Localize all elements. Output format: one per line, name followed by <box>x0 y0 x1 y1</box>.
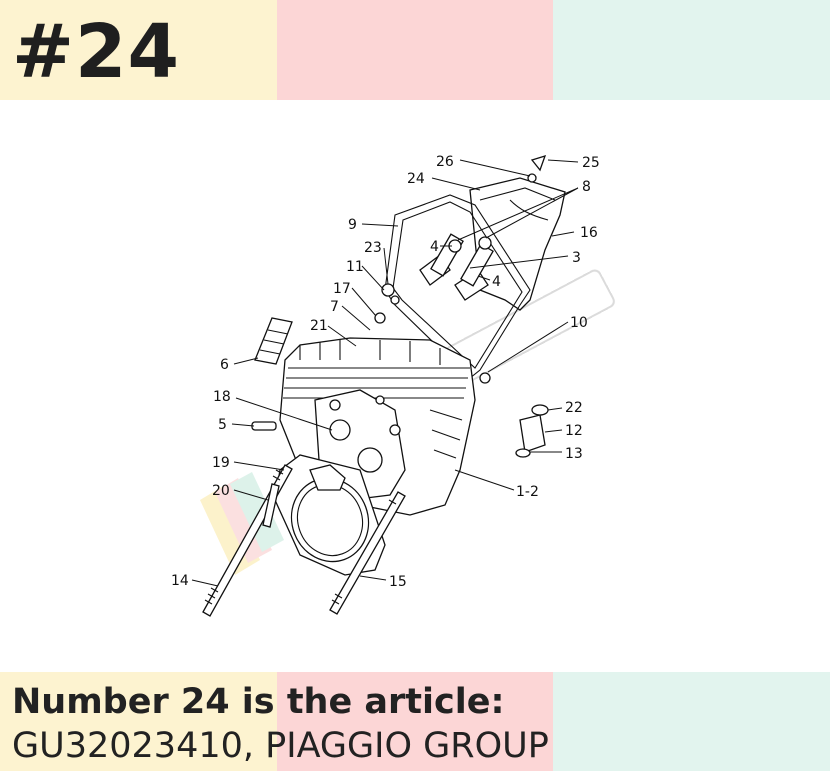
band-mint-bottom <box>553 672 830 771</box>
callout-6: 6 <box>220 357 229 373</box>
callout-22: 22 <box>565 400 583 416</box>
callout-8: 8 <box>582 179 591 195</box>
callout-20: 20 <box>212 483 230 499</box>
callout-7: 7 <box>330 299 339 315</box>
callout-23: 23 <box>364 240 382 256</box>
callout-4-lower: 4 <box>492 274 501 290</box>
caption-heading: Number 24 is the article: <box>12 682 505 722</box>
callout-labels: 26 25 24 8 9 16 23 4 3 11 4 17 7 10 21 6… <box>171 154 600 590</box>
band-mint <box>553 0 830 100</box>
article-caption: Number 24 is the article: GU32023410, PI… <box>12 680 549 768</box>
callout-24: 24 <box>407 171 425 187</box>
rocker-arm-assembly <box>374 233 494 324</box>
exploded-parts-diagram: 26 25 24 8 9 16 23 4 3 11 4 17 7 10 21 6… <box>171 154 615 617</box>
caption-article-code: GU32023410, PIAGGIO GROUP <box>12 726 549 766</box>
band-yellow <box>0 0 277 100</box>
callout-13: 13 <box>565 446 583 462</box>
footer-band <box>0 672 830 771</box>
callout-18: 18 <box>213 389 231 405</box>
callout-15: 15 <box>389 574 407 590</box>
callout-19: 19 <box>212 455 230 471</box>
band-pink <box>277 0 553 100</box>
head-gasket <box>274 454 386 576</box>
cylinder-head-cover <box>469 177 566 311</box>
leader-lines <box>191 159 579 587</box>
band-yellow-bottom <box>0 672 277 771</box>
callout-9: 9 <box>348 217 357 233</box>
callout-25: 25 <box>582 155 600 171</box>
callout-26: 26 <box>436 154 454 170</box>
callout-12: 12 <box>565 423 583 439</box>
callout-1-2: 1-2 <box>516 484 539 500</box>
item-number-title: #24 <box>12 9 180 95</box>
callout-3: 3 <box>572 250 581 266</box>
header-band <box>0 0 830 100</box>
callout-10: 10 <box>570 315 588 331</box>
small-parts <box>251 154 549 458</box>
band-pink-bottom <box>277 672 553 771</box>
callout-4-upper: 4 <box>430 239 439 255</box>
callout-17: 17 <box>333 281 351 297</box>
cylinder-studs <box>202 464 406 617</box>
callout-5: 5 <box>218 417 227 433</box>
callout-16: 16 <box>580 225 598 241</box>
callout-14: 14 <box>171 573 189 589</box>
callout-21: 21 <box>310 318 328 334</box>
callout-11: 11 <box>346 259 364 275</box>
